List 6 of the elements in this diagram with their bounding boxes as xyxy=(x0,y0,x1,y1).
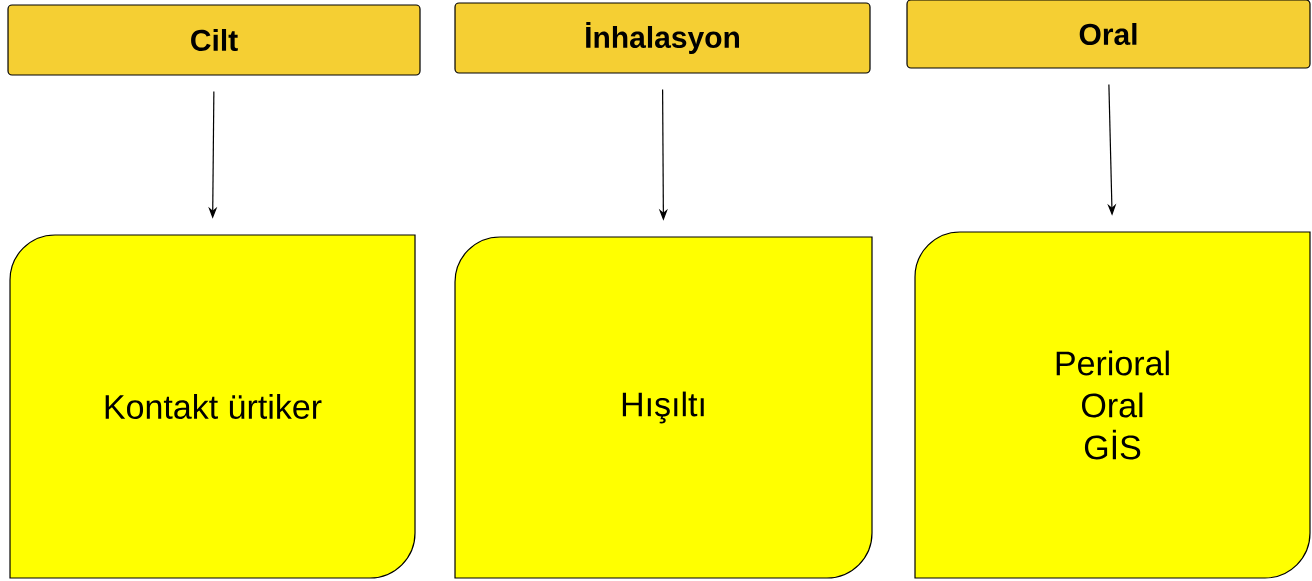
header-box: Cilt xyxy=(7,4,421,76)
content-box: Hışıltı xyxy=(454,236,873,579)
content-box: Kontakt ürtiker xyxy=(9,234,416,579)
content-box: Perioral Oral GİS xyxy=(914,231,1311,579)
header-box: Oral xyxy=(906,0,1311,69)
header-box: İnhalasyon xyxy=(454,2,871,74)
